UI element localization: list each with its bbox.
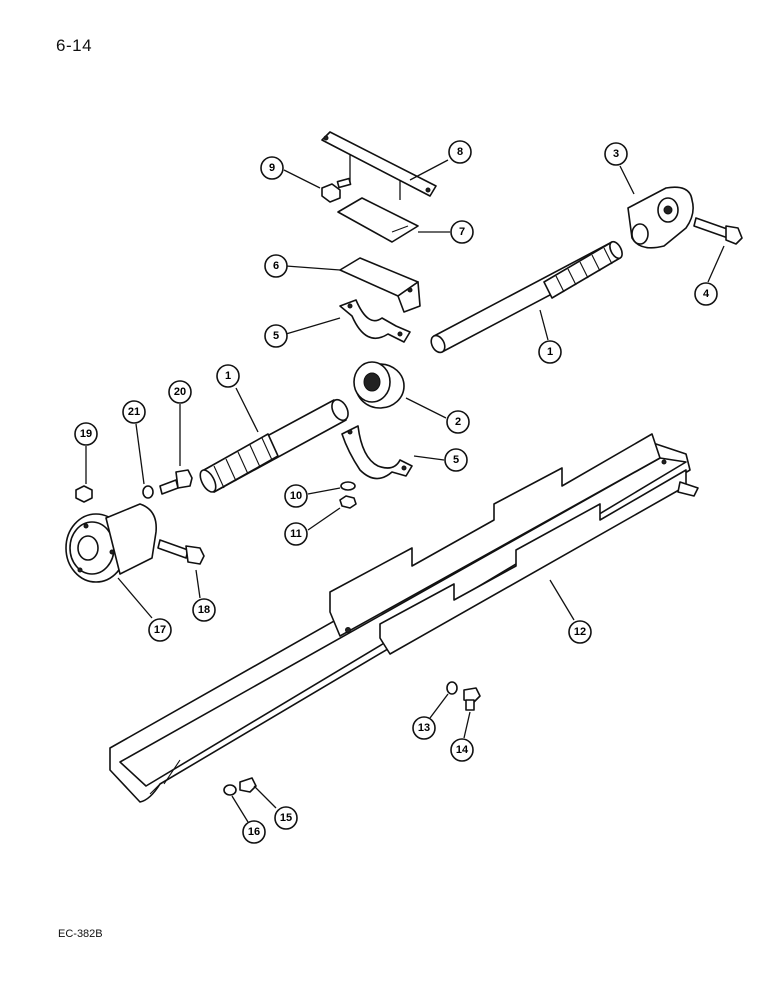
part-10-washer (340, 481, 356, 491)
callout-label: 5 (273, 330, 279, 342)
callout-label: 2 (455, 416, 461, 428)
part-16-washer (223, 784, 237, 796)
callout-label: 16 (248, 826, 260, 838)
part-18-bolt (157, 539, 205, 565)
part-14-bolt (463, 687, 481, 711)
callout-label: 11 (290, 528, 302, 540)
callout-10: 10 (284, 484, 308, 508)
part-1-shaft-upper (430, 240, 623, 354)
callout-label: 21 (128, 406, 140, 418)
callout-label: 19 (80, 428, 92, 440)
part-9-bolt (321, 177, 352, 203)
page-number: 6-14 (56, 36, 93, 55)
callout-11: 11 (284, 522, 308, 546)
callout-label: 4 (703, 288, 710, 300)
callout-6: 6 (264, 254, 288, 278)
callout-21: 21 (122, 400, 146, 424)
part-19-nut (75, 485, 93, 503)
part-5-clamp-lower (341, 425, 413, 480)
callout-label: 14 (456, 744, 469, 756)
callout-3: 3 (604, 142, 628, 166)
callout-1-upper: 1 (538, 340, 562, 364)
part-12-channel-housing (109, 433, 699, 803)
part-4-bolt (693, 217, 743, 245)
callout-label: 17 (154, 624, 166, 636)
part-5-clamp-upper (339, 299, 411, 343)
part-17-flange (65, 503, 157, 583)
callout-4: 4 (694, 282, 718, 306)
callout-label: 18 (198, 604, 210, 616)
part-3-yoke (627, 186, 694, 249)
callout-5-lower: 5 (444, 448, 468, 472)
callout-9: 9 (260, 156, 284, 180)
callout-18: 18 (192, 598, 216, 622)
figure-code: EC-382B (58, 928, 103, 940)
part-15-bolt (239, 777, 257, 793)
callout-label: 9 (269, 162, 275, 174)
callout-label: 8 (457, 146, 463, 158)
part-21-washer (142, 485, 154, 499)
part-13-washer (446, 681, 458, 695)
callout-label: 3 (613, 148, 619, 160)
callout-13: 13 (412, 716, 436, 740)
callout-label: 7 (459, 226, 465, 238)
callout-19: 19 (74, 422, 98, 446)
leader-lines (85, 159, 725, 823)
callout-label: 5 (453, 454, 459, 466)
part-8-strap-plate (321, 131, 437, 200)
callout-2: 2 (446, 410, 470, 434)
callout-5-upper: 5 (264, 324, 288, 348)
callout-1-lower: 1 (216, 364, 240, 388)
callout-14: 14 (450, 738, 474, 762)
part-2-bushing (353, 361, 405, 409)
callout-7: 7 (450, 220, 474, 244)
callout-15: 15 (274, 806, 298, 830)
callout-label: 12 (574, 626, 586, 638)
callout-8: 8 (448, 140, 472, 164)
part-6-bracket (339, 257, 421, 313)
callout-label: 13 (418, 722, 430, 734)
callout-12: 12 (568, 620, 592, 644)
callout-label: 1 (547, 346, 553, 358)
callout-20: 20 (168, 380, 192, 404)
callout-label: 1 (225, 370, 231, 382)
callout-16: 16 (242, 820, 266, 844)
part-7-spacer-plate (337, 197, 419, 243)
callout-17: 17 (148, 618, 172, 642)
callout-label: 20 (174, 386, 186, 398)
callout-label: 10 (290, 490, 302, 502)
part-11-nut (339, 495, 357, 509)
part-1-shaft-lower (199, 398, 349, 493)
callout-label: 15 (280, 812, 292, 824)
callout-label: 6 (273, 260, 279, 272)
part-20-bolt (159, 469, 193, 495)
